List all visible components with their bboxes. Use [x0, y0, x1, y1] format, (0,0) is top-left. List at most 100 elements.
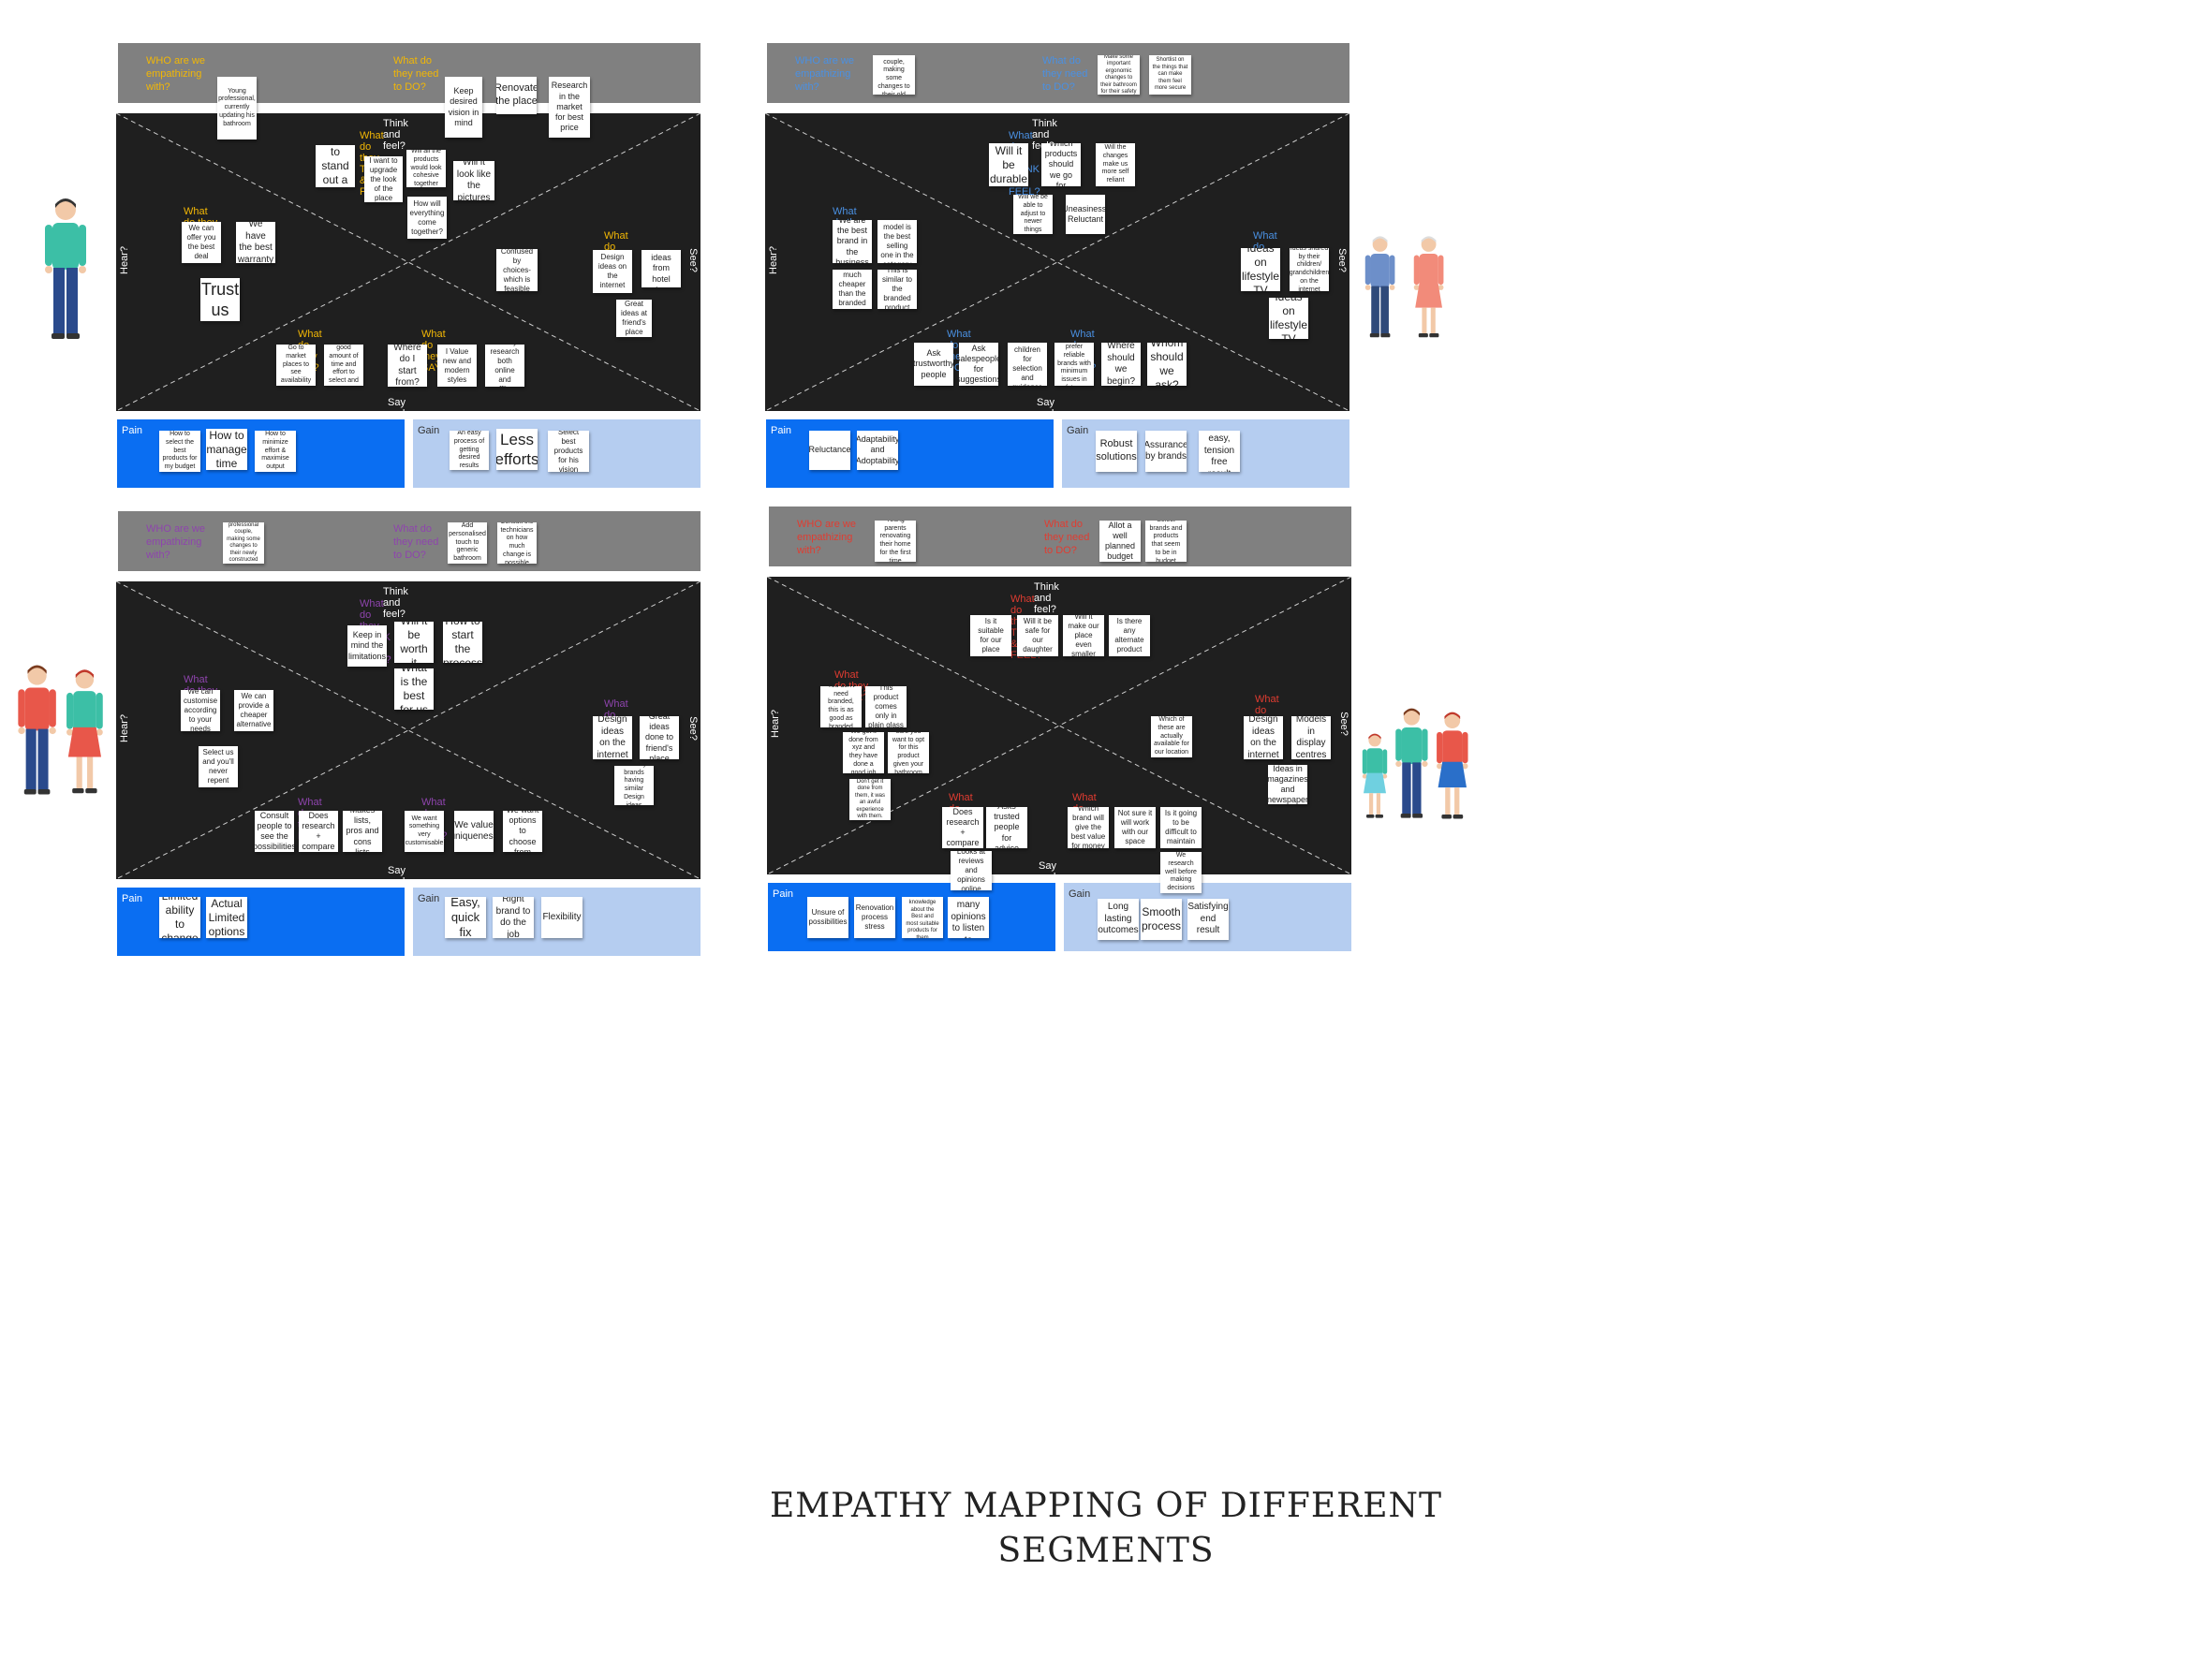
pain-label: Pain [122, 893, 143, 904]
does-note: Does research + compare [942, 807, 983, 848]
pain-note: Limited ability to change [159, 897, 200, 938]
hear-side-label: Hear? [118, 246, 130, 274]
persona-header [769, 507, 1351, 566]
say-note: Is it going to be difficult to maintain [1160, 807, 1202, 848]
hear-note: Trust us [200, 278, 240, 321]
see-side-label: See? [686, 248, 699, 272]
say-note: Whom should we ask? [1147, 343, 1187, 386]
young-man-icon [45, 198, 86, 339]
gain-note: Flexibility [541, 897, 582, 938]
pain-note: Too many opinions to listen to [948, 897, 989, 938]
see-note: Cool ideas from hotel stays [641, 250, 681, 287]
see-note: Design ideas on the internet [593, 250, 632, 293]
hear-note: Don't get it done from them, it was an a… [849, 779, 891, 820]
think-note: Which products should we go for [1041, 143, 1081, 186]
think-feel-title: Think and feel? [383, 586, 408, 620]
think-note: I want to upgrade the look of the place [364, 156, 403, 202]
pain-note: How to minimize effort & maximise output [255, 431, 296, 472]
hear-note: Select us and you'll never repent [199, 746, 238, 787]
does-note: Spend good amount of time and effort to … [324, 345, 363, 386]
pain-note: Renovation process stress [854, 897, 895, 938]
need-note: Keep desired vision in mind [445, 77, 482, 138]
pain-note: How to select the best products for my b… [159, 431, 200, 472]
hear-note: You don't need branded, this is as good … [820, 686, 862, 727]
title-line-1: EMPATHY MAPPING OF DIFFERENT [769, 1487, 1443, 1525]
who-note: Young professional couple, making some c… [223, 522, 264, 564]
does-note: Looks at reviews and opinions online [951, 851, 992, 890]
say-note: Where do I start from? [388, 345, 427, 387]
hear-note: We have the best warranty [236, 222, 275, 263]
gain-note: Long lasting outcomes [1098, 899, 1139, 940]
gain-label: Gain [1067, 425, 1089, 436]
hear-note: We can offer you the best deal [182, 222, 221, 263]
who-note: Elderly retired couple, making some chan… [873, 55, 915, 95]
see-side-label: See? [1335, 248, 1348, 272]
elderly-man-icon [1364, 236, 1395, 338]
pain-label: Pain [122, 425, 143, 436]
do-label: What do they need to DO? [1044, 519, 1090, 556]
gain-note: Assurance by brands [1145, 431, 1187, 472]
board-note: Which of these are actually available fo… [1151, 716, 1192, 757]
need-note: Renovate the place [496, 77, 537, 114]
see-side-label: See? [1337, 712, 1349, 736]
say-note: We want options to choose from [503, 811, 542, 852]
young-man-icon [18, 665, 56, 795]
young-woman-icon [66, 669, 103, 794]
see-note: Great ideas at friend's place [616, 300, 652, 337]
say-note: We research well before making decisions [1160, 852, 1202, 893]
pain-note: Actual Limited options [206, 897, 247, 938]
who-label: WHO are we empathizing with? [797, 519, 856, 556]
hear-note: We can provide a cheaper alternative [234, 690, 273, 731]
think-note: Will the changes make us more self relia… [1096, 143, 1135, 186]
think-note: Is it suitable for our place [970, 615, 1011, 656]
think-feel-title: Think and feel? [383, 118, 408, 152]
need-note: Make some important ergonomic changes to… [1098, 55, 1140, 95]
think-note: Uneasiness/ Reluctant [1066, 195, 1105, 234]
need-note: Allot a well planned budget [1099, 521, 1141, 562]
need-note: Consult the technicians on how much chan… [497, 522, 537, 564]
hear-note: Are you sure you want to opt for this pr… [888, 732, 929, 773]
see-note: Design ideas on the internet [593, 716, 632, 759]
see-note: Great ideas done to friend's place [640, 716, 679, 759]
does-note: Ask children for selection and guidance [1008, 343, 1047, 386]
think-feel-title: Think and feel? [1034, 581, 1059, 615]
hear-side-label: Hear? [769, 710, 781, 738]
think-note: Will we be able to adjust to newer thing… [1013, 195, 1053, 234]
board-note: Confused by choices- which is feasible [496, 249, 538, 291]
hear-note: This is similar to the branded product [877, 270, 917, 309]
do-label: What do they need to DO? [393, 55, 439, 93]
think-note: How will everything come together? [407, 197, 447, 239]
hear-side-label: Hear? [118, 714, 130, 742]
say-note: I Value new and modern styles [437, 345, 477, 387]
hear-note: We got it done from xyz and they have do… [843, 732, 884, 773]
think-note: Is there any alternate product [1109, 615, 1150, 656]
gain-note: Robust solutions [1096, 431, 1137, 472]
does-note: Ask salespeople for suggestions [959, 343, 998, 386]
see-note: Ideas on lifestyle TV [1241, 248, 1280, 291]
do-label: What do they need to DO? [393, 523, 439, 561]
does-note: Ask trustworthy people [914, 343, 953, 386]
who-label: WHO are we empathizing with? [795, 55, 854, 93]
persona-header [767, 43, 1349, 103]
pain-note: Adaptability and Adoptability [857, 431, 898, 470]
hear-note: We are the best brand in the business [833, 220, 872, 263]
think-note: Will it look like the pictures [453, 161, 494, 200]
gain-note: An easy process of getting desired resul… [450, 431, 489, 470]
think-note: How to start the process [443, 622, 482, 663]
say-note: Where should we begin? [1101, 343, 1141, 386]
who-label: WHO are we empathizing with? [146, 523, 205, 561]
persona-header [118, 43, 700, 103]
pain-note: Less knowledge about the Best and most s… [902, 897, 943, 938]
gain-note: Right brand to do the job [493, 897, 534, 938]
child-icon [1362, 733, 1388, 818]
does-note: Go to market places to see availability [276, 345, 316, 386]
think-note: Will it be worth it [394, 622, 434, 663]
hear-side-label: Hear? [767, 246, 779, 274]
think-note: Will it be safe for our daughter [1017, 615, 1058, 656]
pain-note: How to manage time [206, 429, 247, 470]
say-note: Not sure it will work with our space [1114, 807, 1156, 848]
hear-note: This is much cheaper than the branded on… [833, 270, 872, 309]
gain-note: Less efforts [496, 429, 538, 470]
father-icon [1395, 708, 1428, 818]
